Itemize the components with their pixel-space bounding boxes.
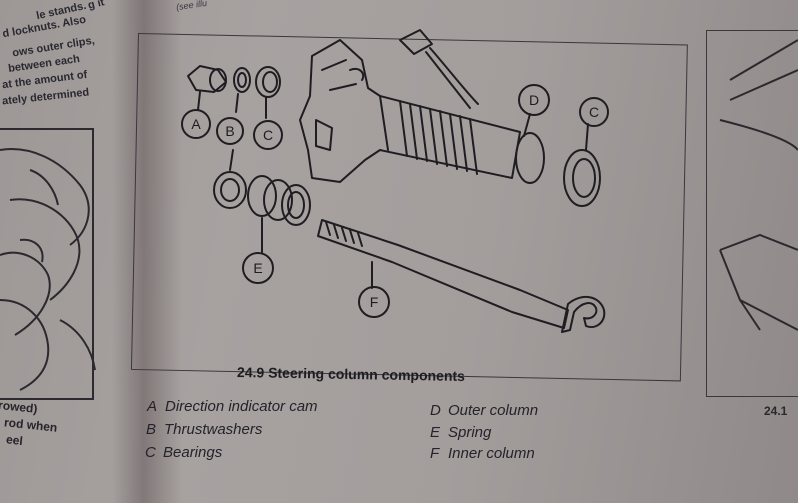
legend-letter: A [147, 398, 158, 415]
callout-e: E [253, 260, 262, 276]
callout-circle-e [242, 252, 274, 284]
legend-item: A Direction indicator cam [147, 398, 318, 415]
legend-text: Inner column [448, 445, 535, 462]
wire-connector [399, 29, 479, 109]
right-figure-number: 24.1 [764, 404, 788, 418]
legend-item: E Spring [430, 424, 491, 441]
part-e-springs [247, 175, 311, 253]
legend-letter: C [145, 444, 156, 461]
callout-c: C [263, 127, 273, 143]
callout-circle-c [253, 120, 283, 150]
callout-circle-d [518, 84, 550, 116]
callout-a: A [191, 116, 201, 132]
part-b-thrustwasher [233, 67, 251, 113]
callout-circle-b [216, 117, 244, 145]
part-c-bearing [255, 66, 281, 119]
part-b-lower-thrustwasher [213, 149, 247, 209]
right-figure-frame [706, 30, 798, 397]
legend-item: F Inner column [430, 445, 535, 462]
legend-text: Direction indicator cam [165, 398, 318, 415]
legend-text: Thrustwashers [164, 421, 263, 438]
callout-circle-c2 [579, 97, 609, 127]
callout-b: B [225, 123, 234, 139]
callout-circle-f [358, 286, 390, 318]
callout-d: D [529, 92, 539, 108]
legend-text: Spring [448, 424, 492, 441]
legend-item: D Outer column [430, 402, 538, 419]
right-figure-illustration [719, 39, 798, 331]
part-d-outer-column [299, 39, 545, 184]
legend-letter: F [430, 445, 440, 462]
callout-c-second: C [589, 104, 599, 120]
legend-item: C Bearings [145, 444, 222, 461]
part-a-indicator-cam [187, 65, 227, 111]
left-figure-illustration [0, 148, 96, 391]
page-fold-shadow [112, 0, 182, 503]
legend-item: B Thrustwashers [146, 421, 262, 438]
callout-circle-a [181, 109, 211, 139]
left-figure-frame [0, 128, 94, 400]
legend-letter: D [430, 402, 441, 419]
legend-letter: E [430, 424, 441, 441]
legend-letter: B [146, 421, 157, 438]
part-f-inner-column [317, 219, 606, 333]
legend-text: Outer column [448, 402, 539, 419]
part-c-outer-bearing [563, 123, 601, 207]
callout-f: F [370, 294, 379, 310]
legend-text: Bearings [163, 444, 223, 461]
